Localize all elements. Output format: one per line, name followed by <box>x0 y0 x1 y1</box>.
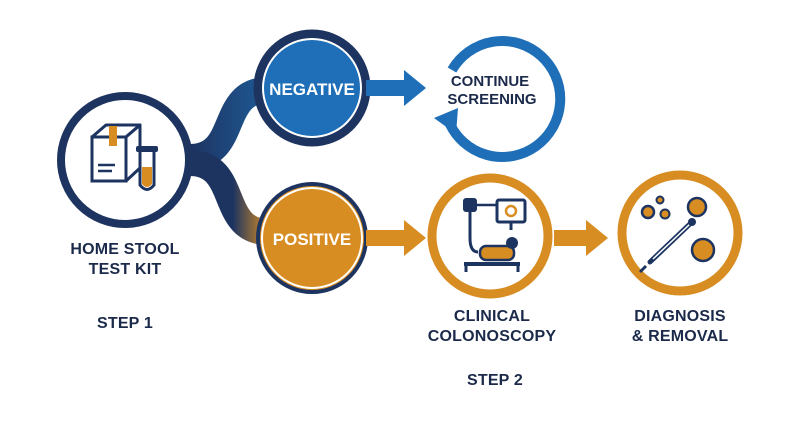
diagnosis-node <box>617 170 743 296</box>
home-kit-label: HOME STOOL TEST KIT <box>55 240 195 280</box>
negative-label: NEGATIVE <box>269 80 355 99</box>
diagnosis-label-line2: & REMOVAL <box>631 328 729 345</box>
positive-node: POSITIVE <box>256 182 368 294</box>
positive-label: POSITIVE <box>273 230 351 249</box>
arrow-positive-to-colonoscopy <box>366 220 426 256</box>
continue-label-line2: SCREENING <box>447 91 536 108</box>
colonoscopy-node <box>427 173 553 299</box>
arrow-negative-to-continue <box>366 70 426 106</box>
home-kit-label-line1: HOME STOOL <box>70 241 180 258</box>
home-kit-label-line2: TEST KIT <box>88 261 162 278</box>
arrow-colonoscopy-to-diagnosis <box>554 220 608 256</box>
circular-arrow-icon <box>434 36 566 162</box>
diagnosis-label: DIAGNOSIS & REMOVAL <box>612 307 748 347</box>
colonoscopy-equipment-icon <box>463 198 527 272</box>
box-and-test-tube-icon <box>90 123 158 191</box>
colonoscopy-label-line2: COLONOSCOPY <box>427 328 557 345</box>
branch-connector-positive <box>177 150 281 245</box>
continue-screening-node: CONTINUE SCREENING <box>434 36 566 162</box>
continue-label-line1: CONTINUE <box>451 73 529 90</box>
polyp-removal-tool-icon <box>638 195 716 274</box>
diagnosis-label-line1: DIAGNOSIS <box>634 308 726 325</box>
colonoscopy-label: CLINICAL COLONOSCOPY <box>420 307 564 347</box>
step-1-label: STEP 1 <box>96 315 154 332</box>
negative-node: NEGATIVE <box>253 29 371 147</box>
colonoscopy-label-line1: CLINICAL <box>453 308 531 325</box>
step-2-label: STEP 2 <box>466 372 524 389</box>
home-stool-test-kit-node <box>57 92 193 228</box>
